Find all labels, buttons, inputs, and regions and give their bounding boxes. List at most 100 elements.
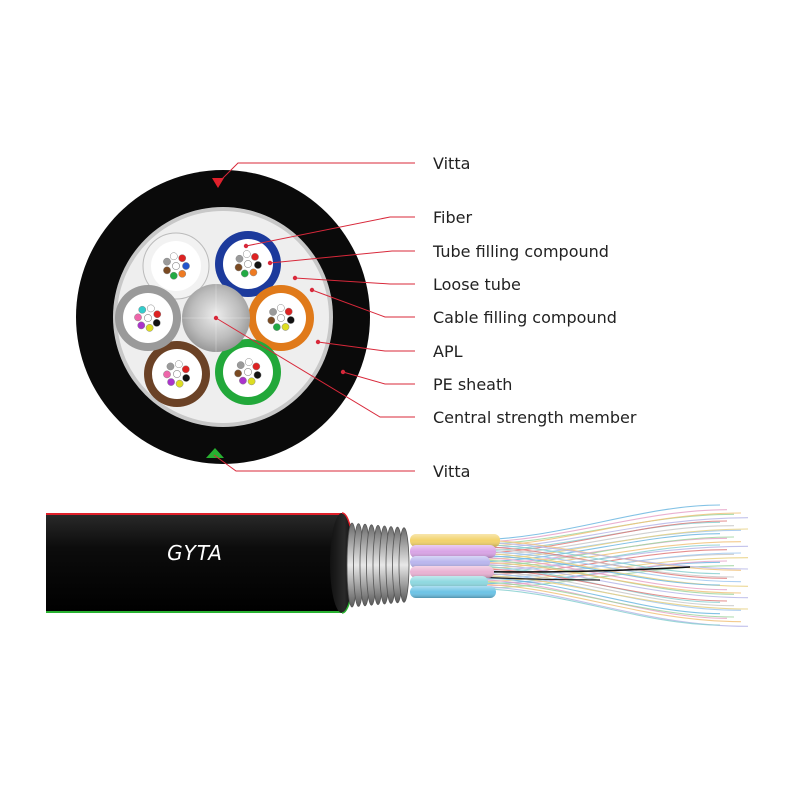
label-cable-filling-compound: Cable filling compound: [433, 308, 617, 327]
fiber-spray: [419, 504, 749, 627]
loose-tube-bundle: [410, 534, 500, 547]
vitta-stripe-red: [46, 513, 342, 515]
fiber: [244, 368, 252, 376]
fiber-strand: [469, 581, 735, 618]
leader-fiber: [245, 216, 415, 247]
apl-corrugated-armor: [346, 522, 410, 608]
fiber: [235, 254, 244, 263]
fiber: [286, 316, 295, 324]
fiber: [240, 269, 249, 278]
fiber-strand: [469, 557, 728, 591]
fiber-strand: [469, 512, 742, 548]
leader-pe-sheath: [342, 371, 415, 385]
loose-tube-orange: [248, 285, 314, 351]
fiber-strand: [469, 517, 749, 550]
leader-lines: [213, 162, 415, 472]
fiber-strand: [469, 541, 749, 570]
fiber: [163, 370, 171, 379]
fiber: [181, 365, 190, 374]
fiber: [281, 323, 290, 331]
fiber-strand: [469, 509, 728, 543]
cross-section: [76, 170, 370, 464]
fiber: [236, 361, 245, 369]
fiber: [144, 314, 152, 322]
label-vitta-top: Vitta: [433, 154, 470, 173]
fiber: [252, 362, 261, 371]
fiber: [284, 307, 293, 316]
fiber: [251, 253, 259, 261]
fiber: [175, 379, 184, 388]
fiber-strand: [469, 568, 728, 602]
fiber: [173, 370, 181, 378]
fiber: [163, 266, 171, 275]
fiber: [247, 377, 256, 386]
fiber: [178, 269, 187, 278]
fiber: [152, 319, 161, 327]
loose-tube-bundle: [410, 556, 490, 568]
fiber: [276, 304, 285, 312]
fiber: [253, 371, 262, 379]
fiber: [239, 376, 247, 385]
fiber: [138, 305, 147, 314]
loose-tube-green: [215, 339, 281, 405]
fiber: [242, 250, 251, 258]
label-apl: APL: [433, 342, 463, 361]
fiber-strand: [469, 548, 735, 578]
loose-tube-bundle: [410, 545, 496, 558]
leader-vitta-bottom: [213, 454, 415, 472]
fiber: [172, 262, 180, 270]
fiber: [269, 308, 277, 316]
fiber-strand: [469, 528, 749, 561]
apl-ring: [398, 527, 410, 603]
loose-tube-blue: [215, 231, 281, 297]
loose-tube-bundle: [410, 586, 496, 598]
fiber: [182, 374, 191, 382]
fiber: [244, 260, 252, 268]
fiber: [182, 262, 190, 270]
fiber-strand: [469, 504, 721, 541]
fiber-strand: [469, 525, 735, 556]
label-central-strength-member: Central strength member: [433, 408, 637, 427]
leader-cable-filling: [311, 289, 415, 318]
leader-vitta-top: [217, 162, 415, 184]
fiber: [134, 313, 142, 322]
fiber: [145, 324, 154, 332]
fiber-strand: [469, 543, 721, 575]
fiber-strand: [469, 587, 721, 626]
label-pe-sheath: PE sheath: [433, 375, 512, 394]
loose-tube-bundle: [410, 576, 488, 588]
fiber: [267, 316, 276, 325]
fiber: [174, 360, 183, 369]
fiber: [169, 252, 178, 261]
fiber: [166, 362, 175, 371]
fiber-strand: [469, 576, 721, 615]
fiber: [153, 310, 162, 319]
fiber-strand: [469, 574, 749, 610]
loose-tube-brown: [144, 341, 210, 407]
fiber: [277, 314, 285, 322]
leader-apl: [317, 341, 415, 352]
loose-tube-bundle: [410, 566, 494, 578]
outer-sheath: [46, 513, 342, 613]
fiber: [178, 254, 187, 263]
leader-tube-filling: [269, 250, 415, 264]
loose-tube-bundles: [410, 534, 500, 598]
label-loose-tube: Loose tube: [433, 275, 521, 294]
fiber: [254, 261, 262, 269]
fiber-strand: [469, 583, 742, 623]
label-tube-filling-compound: Tube filling compound: [432, 242, 609, 261]
fiber: [163, 257, 171, 266]
fiber: [249, 268, 258, 277]
fiber-strand: [469, 561, 742, 594]
loose-tube-gray: [115, 285, 181, 351]
fiber: [234, 263, 243, 272]
vitta-stripe-green: [46, 611, 342, 613]
loose-tubes: [115, 231, 314, 407]
fiber: [169, 271, 178, 280]
fiber: [234, 369, 242, 378]
fiber: [244, 358, 253, 366]
labels: Vitta Fiber Tube filling compound Loose …: [432, 154, 637, 481]
label-fiber: Fiber: [433, 208, 472, 227]
label-vitta-bottom: Vitta: [433, 462, 470, 481]
